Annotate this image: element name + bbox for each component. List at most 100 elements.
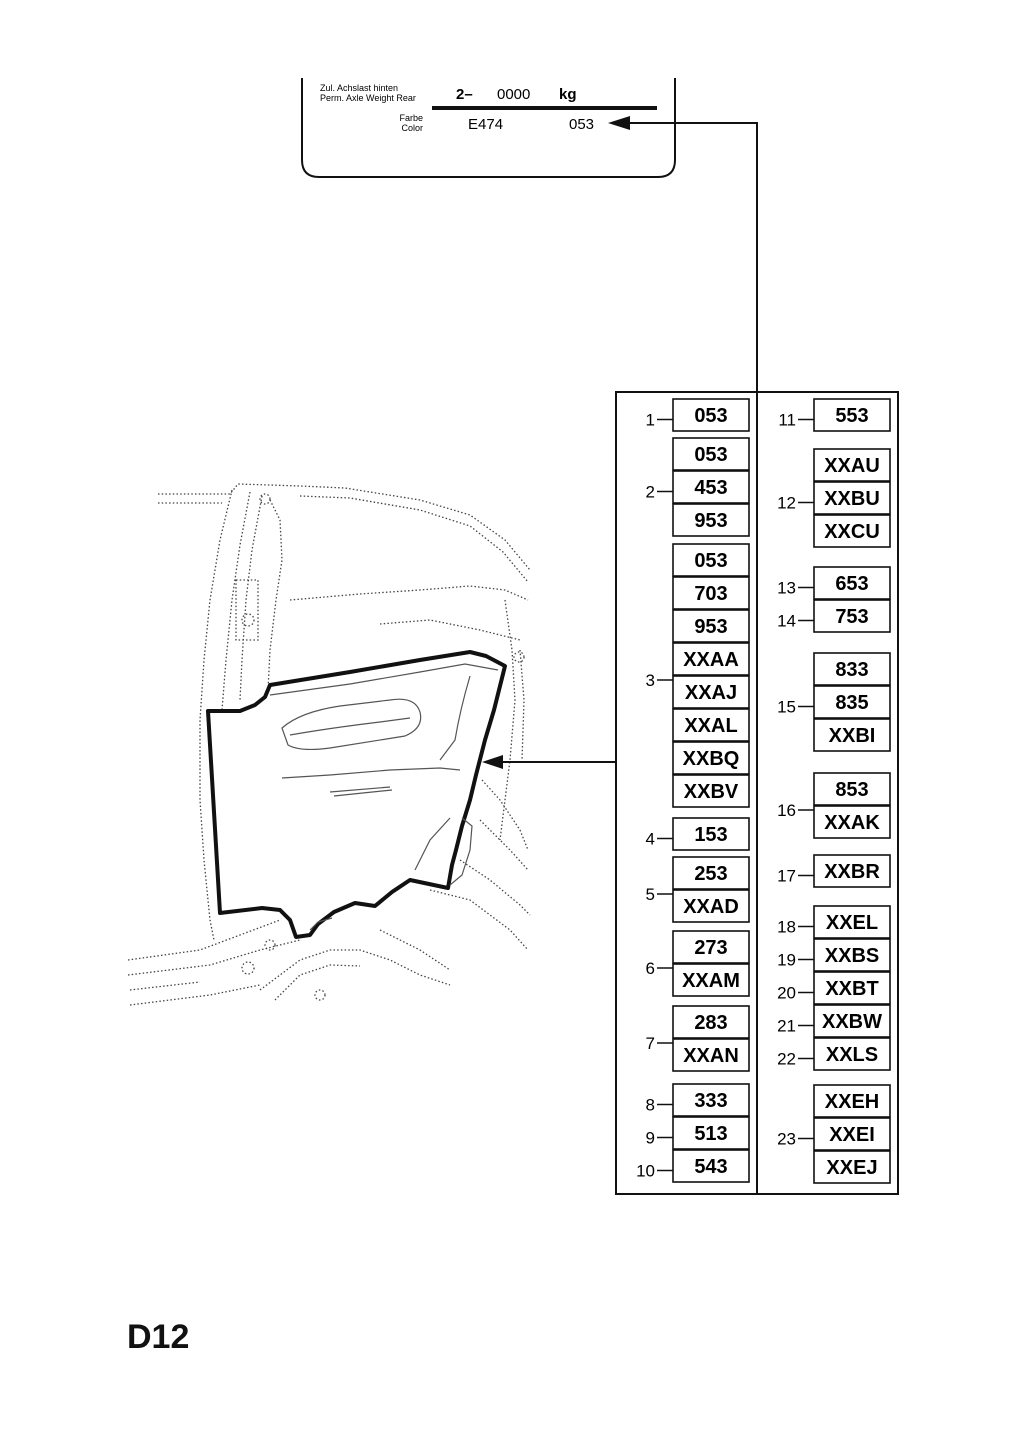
code-box bbox=[813, 971, 891, 1005]
item-number: 4 bbox=[646, 830, 655, 849]
code-label: 543 bbox=[694, 1156, 727, 1178]
code-box bbox=[672, 889, 750, 923]
axle-unit: kg bbox=[559, 86, 577, 103]
item-number: 11 bbox=[778, 411, 796, 430]
code-box bbox=[813, 854, 891, 888]
code-label: 753 bbox=[835, 606, 868, 628]
item-number: 1 bbox=[646, 411, 655, 430]
code-box bbox=[672, 963, 750, 997]
table-left-column: 05310534539532053703953XXAAXXAJXXALXXBQX… bbox=[636, 398, 750, 1183]
code-box bbox=[672, 1005, 750, 1039]
code-label: 453 bbox=[694, 477, 727, 499]
rear-side-trim-panel bbox=[206, 650, 507, 939]
code-label: 053 bbox=[694, 550, 727, 572]
code-box bbox=[813, 448, 891, 482]
code-label: 513 bbox=[694, 1123, 727, 1145]
code-group-1: 053 1 bbox=[646, 398, 750, 432]
item-number: 8 bbox=[646, 1096, 655, 1115]
code-label: XXBT bbox=[825, 978, 878, 1000]
placard-arrow bbox=[608, 116, 758, 392]
item-number: 15 bbox=[777, 698, 796, 717]
code-label: XXCU bbox=[824, 521, 880, 543]
code-box bbox=[672, 543, 750, 577]
code-label: XXEL bbox=[826, 912, 878, 934]
code-box bbox=[813, 481, 891, 515]
item-number: 20 bbox=[777, 984, 796, 1003]
code-label: 835 bbox=[835, 692, 868, 714]
code-box bbox=[672, 642, 750, 676]
code-box bbox=[813, 1150, 891, 1184]
code-label: 953 bbox=[694, 510, 727, 532]
color-code: 053 bbox=[569, 116, 594, 133]
axle-prefix: 2– bbox=[456, 86, 473, 103]
code-box bbox=[672, 437, 750, 471]
paint-placard: Zul. Achslast hinten Perm. Axle Weight R… bbox=[301, 78, 676, 178]
code-label: 053 bbox=[694, 444, 727, 466]
code-label: 253 bbox=[694, 863, 727, 885]
paint-code: E474 bbox=[468, 116, 503, 133]
axle-label-en: Perm. Axle Weight Rear bbox=[320, 93, 416, 103]
code-box bbox=[813, 1117, 891, 1151]
code-box bbox=[672, 1038, 750, 1072]
code-label: 703 bbox=[694, 583, 727, 605]
item-number: 19 bbox=[777, 951, 796, 970]
code-label: XXAK bbox=[824, 812, 880, 834]
code-box bbox=[813, 652, 891, 686]
code-label: 833 bbox=[835, 659, 868, 681]
axle-value: 0000 bbox=[497, 86, 530, 103]
code-box bbox=[813, 685, 891, 719]
code-label: XXEH bbox=[825, 1091, 879, 1113]
code-group-19: XXBS 19 bbox=[777, 938, 891, 972]
item-number: 7 bbox=[646, 1034, 655, 1053]
code-group-20: XXBT 20 bbox=[777, 971, 891, 1005]
code-box bbox=[813, 398, 891, 432]
code-label: XXBS bbox=[825, 945, 879, 967]
axle-label-de: Zul. Achslast hinten bbox=[320, 83, 398, 93]
code-box bbox=[813, 566, 891, 600]
code-box bbox=[813, 772, 891, 806]
code-box bbox=[813, 1037, 891, 1071]
code-box bbox=[672, 503, 750, 537]
code-label: 283 bbox=[694, 1012, 727, 1034]
code-label: XXLS bbox=[826, 1044, 878, 1066]
code-box bbox=[813, 805, 891, 839]
code-box bbox=[672, 817, 750, 851]
car-interior-illustration bbox=[127, 483, 531, 1006]
code-label: XXAD bbox=[683, 896, 739, 918]
code-group-13: 653 13 bbox=[777, 566, 891, 600]
code-label: 653 bbox=[835, 573, 868, 595]
code-box bbox=[813, 599, 891, 633]
code-label: XXBR bbox=[824, 861, 880, 883]
code-label: XXEI bbox=[829, 1124, 875, 1146]
item-number: 13 bbox=[777, 579, 796, 598]
code-label: XXAL bbox=[684, 715, 737, 737]
code-box bbox=[813, 1004, 891, 1038]
code-box bbox=[813, 514, 891, 548]
code-label: 053 bbox=[694, 405, 727, 427]
code-box bbox=[672, 1083, 750, 1117]
code-label: XXAN bbox=[683, 1045, 739, 1067]
code-label: 853 bbox=[835, 779, 868, 801]
code-label: XXAJ bbox=[685, 682, 737, 704]
code-box bbox=[672, 708, 750, 742]
code-box bbox=[672, 675, 750, 709]
code-label: XXBI bbox=[829, 725, 876, 747]
code-box bbox=[672, 1116, 750, 1150]
code-box bbox=[672, 856, 750, 890]
panel-arrow bbox=[482, 755, 616, 769]
code-label: 153 bbox=[694, 824, 727, 846]
item-number: 17 bbox=[777, 867, 796, 886]
